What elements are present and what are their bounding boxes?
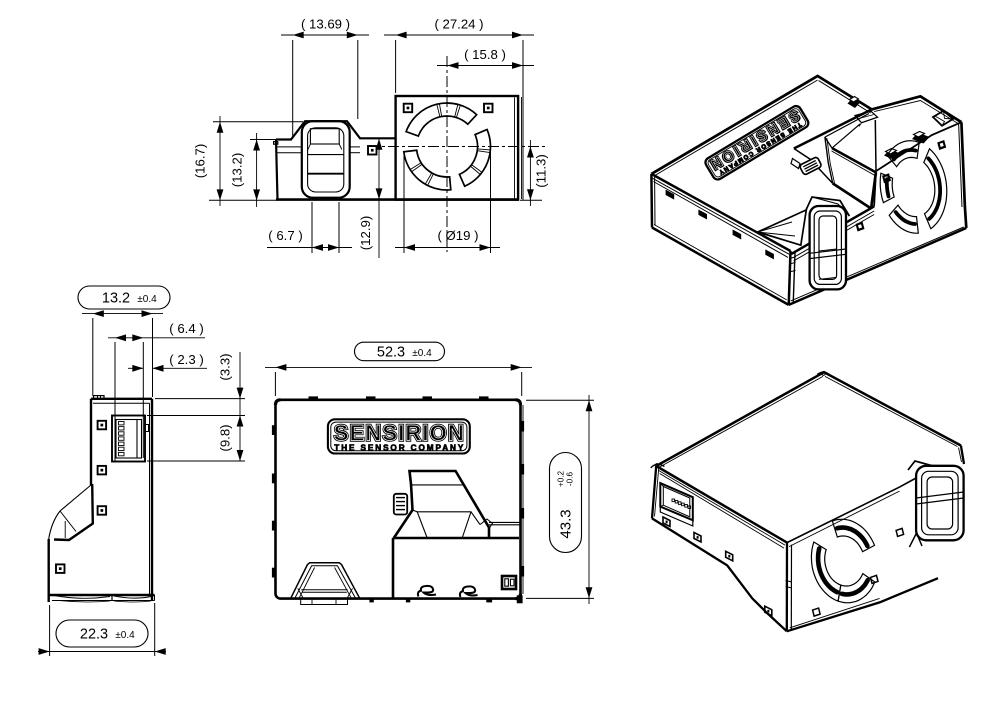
svg-text:( 2.3 ): ( 2.3 ) [169,352,203,367]
svg-text:( 13.69 ): ( 13.69 ) [301,17,350,32]
svg-text:13.2: 13.2 [102,291,130,307]
svg-text:22.3: 22.3 [80,627,108,643]
svg-text:-0.6: -0.6 [566,471,575,486]
svg-text:(16.7): (16.7) [193,144,208,178]
svg-text:( 15.8 ): ( 15.8 ) [464,47,506,62]
svg-text:( 6.7 ): ( 6.7 ) [268,228,302,243]
svg-text:52.3: 52.3 [377,345,405,361]
svg-text:( Ø19 ): ( Ø19 ) [437,228,478,243]
svg-text:THE SENSOR COMPANY: THE SENSOR COMPANY [334,444,464,453]
svg-text:43.3: 43.3 [558,509,575,538]
svg-text:(12.9): (12.9) [358,216,373,250]
svg-text:+0.2: +0.2 [557,470,566,487]
svg-text:±0.4: ±0.4 [412,348,432,359]
svg-text:SENSIRION: SENSIRION [334,421,464,446]
svg-text:±0.4: ±0.4 [137,294,157,305]
svg-text:(13.2): (13.2) [230,153,245,187]
svg-text:SENSIRION: SENSIRION [334,421,464,446]
svg-text:(9.8): (9.8) [218,424,233,451]
svg-text:(3.3): (3.3) [218,353,233,380]
svg-text:(11.3): (11.3) [534,154,549,187]
svg-text:( 27.24 ): ( 27.24 ) [434,17,483,32]
svg-text:( 6.4 ): ( 6.4 ) [169,321,203,336]
svg-text:±0.4: ±0.4 [115,630,135,641]
